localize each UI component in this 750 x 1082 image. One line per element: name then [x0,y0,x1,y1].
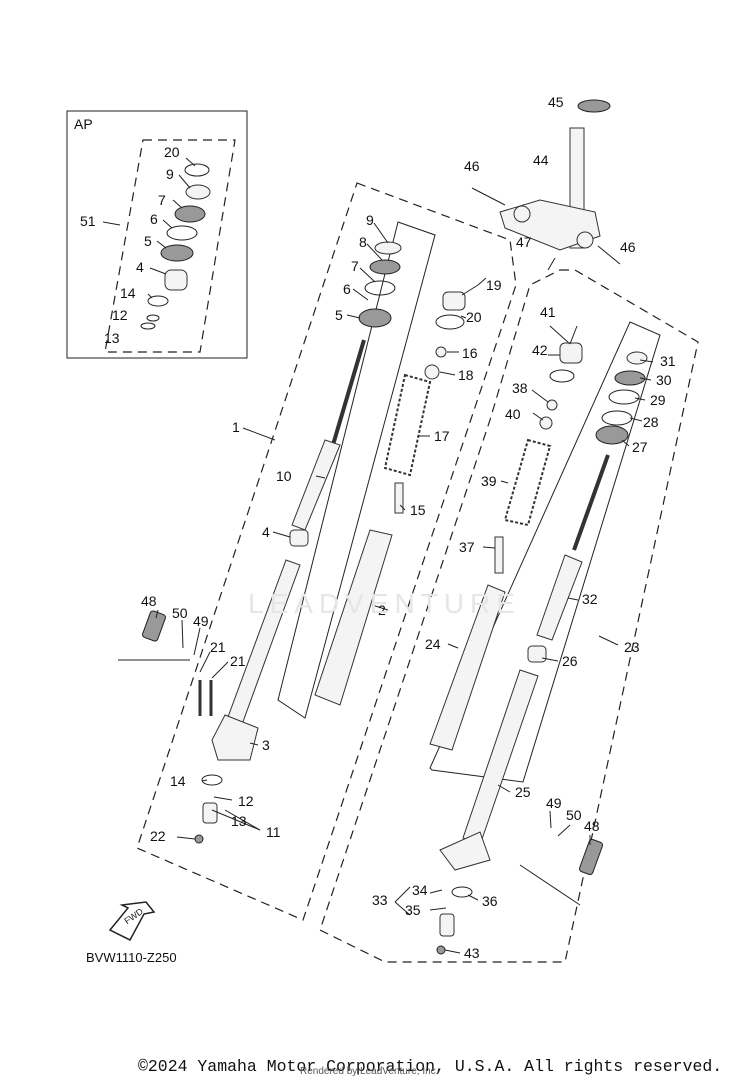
callout-12: 12 [112,307,128,323]
callout-51: 51 [80,213,96,229]
inner-tube [291,439,341,531]
right-fork [429,342,648,955]
left-inner-outline [277,221,436,719]
callout-23: 23 [624,639,640,655]
callout-19: 19 [486,277,502,293]
callout-34: 34 [412,882,428,898]
callout-26: 26 [562,653,578,669]
callout-3: 3 [262,737,270,753]
damper-cylinder-right [429,584,506,751]
callout-5: 5 [144,233,152,249]
callout-39: 39 [481,473,497,489]
callout-13b: 13 [231,813,247,829]
callout-1: 1 [232,419,240,435]
callout-6b: 6 [343,281,351,297]
callout-35: 35 [405,902,421,918]
callout-49: 49 [193,613,209,629]
callout-7b: 7 [351,258,359,274]
callout-50b: 50 [566,807,582,823]
callout-16: 16 [462,345,478,361]
diagram-code: BVW1110-Z250 [86,950,177,965]
callout-8: 8 [359,234,367,250]
callout-38: 38 [512,380,528,396]
outer-tube-right [462,669,539,846]
callout-30: 30 [656,372,672,388]
callout-28: 28 [643,414,659,430]
watermark: LEADVENTURE [248,588,521,619]
callout-46: 46 [464,158,480,174]
callout-12b: 12 [238,793,254,809]
fork-spring [383,373,432,477]
callout-36: 36 [482,893,498,909]
callout-40: 40 [505,406,521,422]
callout-22: 22 [150,828,166,844]
callout-2: 2 [378,602,386,618]
callout-47: 47 [516,234,532,250]
callout-20: 20 [164,144,180,160]
callout-labels: 20 9 7 6 51 5 4 14 12 13 45 44 46 47 46 … [80,94,676,961]
callout-25: 25 [515,784,531,800]
callout-32: 32 [582,591,598,607]
callout-15: 15 [410,502,426,518]
leader-lines [102,157,654,954]
callout-48b: 48 [584,818,600,834]
callout-21b: 21 [230,653,246,669]
callout-48: 48 [141,593,157,609]
callout-24: 24 [425,636,441,652]
callout-43: 43 [464,945,480,961]
callout-14: 14 [120,285,136,301]
callout-18: 18 [458,367,474,383]
callout-9b: 9 [366,212,374,228]
callout-27: 27 [632,439,648,455]
left-fork-assembly-outline [136,182,517,921]
damper-cylinder [314,529,393,706]
callout-42: 42 [532,342,548,358]
callout-5b: 5 [335,307,343,323]
callout-46b: 46 [620,239,636,255]
callout-17: 17 [434,428,450,444]
callout-41: 41 [540,304,556,320]
callout-33: 33 [372,892,388,908]
callout-13: 13 [104,330,120,346]
inset-parts [140,163,211,330]
callout-29: 29 [650,392,666,408]
axle-bracket [211,714,259,761]
callout-44: 44 [533,152,549,168]
callout-50: 50 [172,605,188,621]
inner-tube-right [536,554,583,641]
inset-box [66,110,248,359]
left-fork [118,241,466,844]
callout-4b: 4 [262,524,270,540]
outer-tube [224,559,301,731]
callout-10: 10 [276,468,292,484]
right-fork-assembly-outline [319,269,699,963]
stem-nut [577,99,611,113]
forward-arrow-icon: FWD [108,901,156,941]
copyright-notice: ©2024 Yamaha Motor Corporation, U.S.A. A… [138,1057,723,1076]
inset-kit-outline [104,139,236,353]
callout-37: 37 [459,539,475,555]
steering-stem [471,99,621,271]
callout-49b: 49 [546,795,562,811]
callout-7: 7 [158,192,166,208]
callout-6: 6 [150,211,158,227]
rendered-by-credit: Rendered by LeadVenture, Inc. [300,1066,439,1077]
callout-20b: 20 [466,309,482,325]
callout-4: 4 [136,259,144,275]
callout-14b: 14 [170,773,186,789]
callout-31: 31 [660,353,676,369]
inset-label: AP [74,116,93,132]
callout-45: 45 [548,94,564,110]
callout-21: 21 [210,639,226,655]
callout-11: 11 [266,824,281,840]
callout-9: 9 [166,166,174,182]
